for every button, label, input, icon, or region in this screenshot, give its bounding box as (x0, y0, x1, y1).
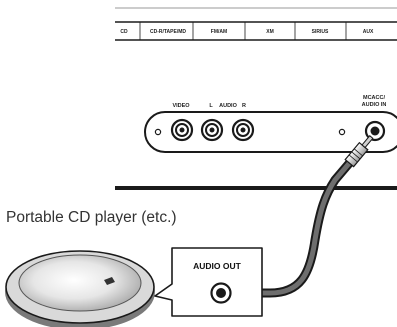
input-selector-labels: CD CD-R/TAPE/MD FM/AM XM SIRIUS AUX (120, 29, 374, 35)
plate-screw-left (154, 128, 162, 136)
audio-right-jack-icon (231, 118, 255, 142)
audio-out-label: AUDIO OUT (193, 261, 242, 271)
portable-cd-player-icon (5, 250, 155, 327)
selector-label-cd-r-tape-md: CD-R/TAPE/MD (150, 29, 186, 35)
receiver-panel (115, 7, 397, 190)
upper-plug-icon (344, 135, 374, 168)
video-jack-icon (170, 118, 194, 142)
mcacc-label-line2: AUDIO IN (362, 102, 387, 108)
selector-label-cd: CD (120, 29, 128, 35)
jack-labels: VIDEO L AUDIO R MCACC/ AUDIO IN (172, 95, 386, 109)
video-jack-label: VIDEO (172, 103, 190, 109)
audio-cable (224, 135, 374, 300)
mcacc-audio-in-jack-icon (364, 120, 386, 142)
audio-left-jack-icon (200, 118, 224, 142)
selector-label-aux: AUX (363, 29, 374, 35)
selector-label-sirius: SIRIUS (312, 29, 329, 35)
audio-label: AUDIO (219, 103, 237, 109)
audio-l-label: L (209, 103, 213, 109)
audio-out-jack-icon (210, 282, 232, 304)
selector-label-xm: XM (266, 29, 274, 35)
audio-r-label: R (242, 103, 246, 109)
mcacc-label-line1: MCACC/ (363, 95, 385, 101)
plate-screw-right (338, 128, 346, 136)
audio-out-callout: AUDIO OUT (154, 247, 263, 317)
device-caption: Portable CD player (etc.) (6, 209, 177, 226)
selector-label-fm-am: FM/AM (211, 29, 227, 35)
